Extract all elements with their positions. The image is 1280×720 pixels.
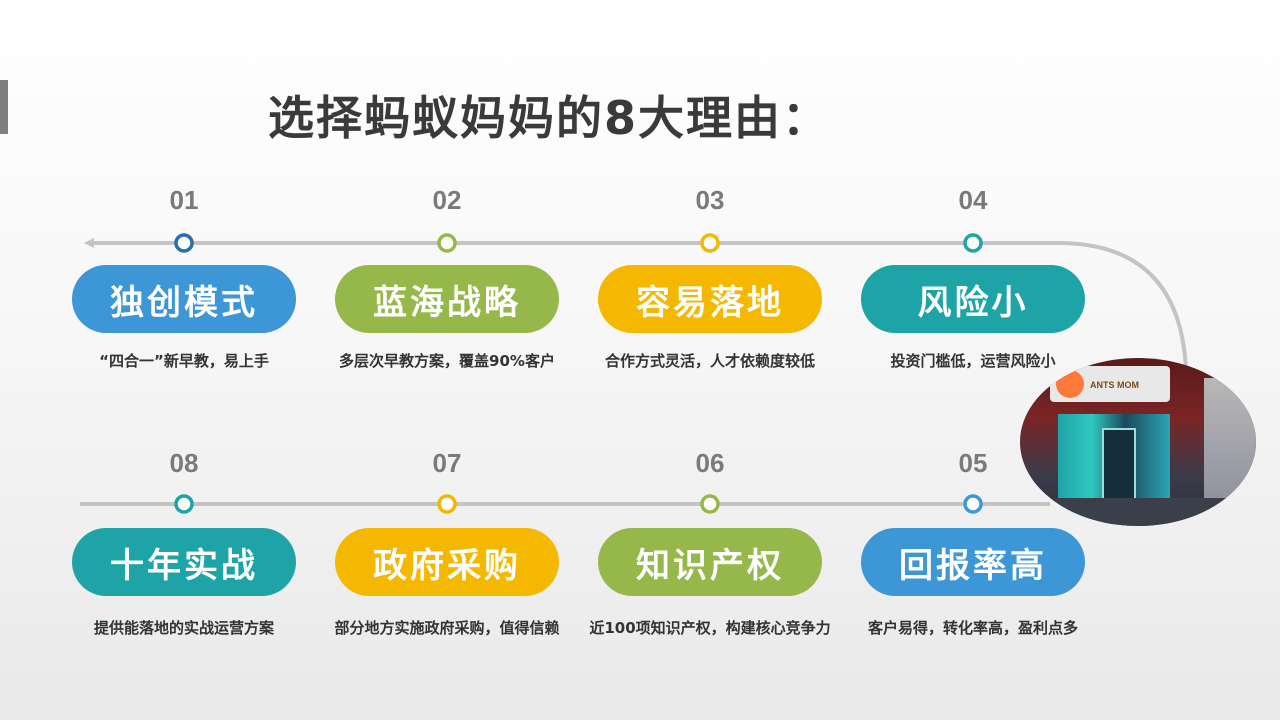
timeline-dot: [963, 233, 983, 253]
step-description: 近100项知识产权，构建核心竞争力: [589, 619, 831, 637]
step-pill: 独创模式: [72, 265, 296, 333]
step-description: 提供能落地的实战运营方案: [93, 619, 274, 637]
timeline-dot: [437, 233, 457, 253]
store-floor: [1020, 498, 1256, 526]
step-number: 05: [958, 448, 988, 478]
step-pill: 知识产权: [598, 528, 822, 596]
page-title: 选择蚂蚁妈妈的8大理由：: [268, 91, 831, 145]
timeline-dot: [174, 494, 194, 514]
step-pill: 蓝海战略: [335, 265, 559, 333]
store-photo: ANTS MOM: [1020, 358, 1256, 526]
step-pill: 十年实战: [72, 528, 296, 596]
step-description: 多层次早教方案，覆盖90%客户: [339, 352, 555, 370]
timeline-dot: [174, 233, 194, 253]
timeline-start-arrow: [84, 238, 94, 248]
step-number: 03: [695, 185, 725, 215]
accent-bar: [0, 80, 8, 134]
step-pill: 风险小: [861, 265, 1085, 333]
store-logo-icon: [1056, 370, 1084, 398]
step-description: 合作方式灵活，人才依赖度较低: [604, 352, 815, 370]
timeline-dot: [700, 233, 720, 253]
step-number: 06: [695, 448, 725, 478]
timeline-dot: [700, 494, 720, 514]
step-description: “四合一”新早教，易上手: [99, 352, 269, 370]
store-sign-text: ANTS MOM: [1090, 380, 1139, 390]
step-pill: 政府采购: [335, 528, 559, 596]
step-description: 部分地方实施政府采购，值得信赖: [334, 619, 560, 637]
timeline-dot: [963, 494, 983, 514]
step-number: 04: [958, 185, 988, 215]
step-number: 02: [432, 185, 462, 215]
step-pill: 回报率高: [861, 528, 1085, 596]
step-pill: 容易落地: [598, 265, 822, 333]
step-number: 08: [169, 448, 199, 478]
step-number: 01: [169, 185, 199, 215]
step-description: 客户易得，转化率高，盈利点多: [867, 619, 1078, 637]
timeline-line-top: [92, 241, 1188, 371]
timeline-dot: [437, 494, 457, 514]
step-description: 投资门槛低，运营风险小: [890, 352, 1056, 370]
step-number: 07: [432, 448, 462, 478]
